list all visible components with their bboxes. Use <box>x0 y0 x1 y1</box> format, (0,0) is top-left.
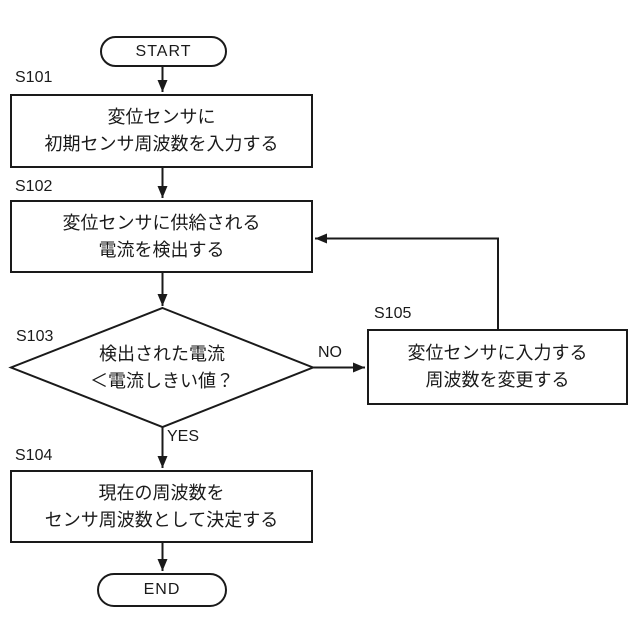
start-label: START <box>135 42 192 60</box>
process-text-line: センサ周波数として決定する <box>44 509 279 530</box>
step-label-s102: S102 <box>15 178 53 195</box>
process-box-s101: 変位センサに 初期センサ周波数を入力する <box>10 94 313 168</box>
branch-label-yes: YES <box>167 428 200 445</box>
step-label-s103: S103 <box>16 328 54 345</box>
process-text-line: 変位センサに供給される <box>62 212 261 233</box>
process-text-line: 現在の周波数を <box>98 482 225 503</box>
process-text-line: 電流を検出する <box>98 239 225 260</box>
branch-label-no: NO <box>318 344 342 361</box>
start-terminal: START <box>100 36 227 67</box>
process-box-s102: 変位センサに供給される 電流を検出する <box>10 200 313 273</box>
process-text-line: 初期センサ周波数を入力する <box>44 134 279 154</box>
process-box-s104: 現在の周波数を センサ周波数として決定する <box>10 470 313 543</box>
process-text-line: 変位センサに <box>107 107 216 127</box>
edge-s105-feedback-to-s102 <box>315 233 499 329</box>
decision-text-s103: 検出された電流 ＜電流しきい値？ <box>42 341 282 395</box>
process-box-s105: 変位センサに入力する 周波数を変更する <box>367 329 628 405</box>
end-label: END <box>143 581 181 598</box>
step-label-s104: S104 <box>15 447 53 464</box>
decision-text-line: 検出された電流 <box>99 344 225 364</box>
end-terminal: END <box>97 573 227 607</box>
process-text-line: 変位センサに入力する <box>407 343 588 363</box>
decision-text-line: ＜電流しきい値？ <box>90 371 234 391</box>
step-label-s105: S105 <box>374 305 412 322</box>
process-text-line: 周波数を変更する <box>425 370 570 390</box>
step-label-s101: S101 <box>15 69 53 86</box>
